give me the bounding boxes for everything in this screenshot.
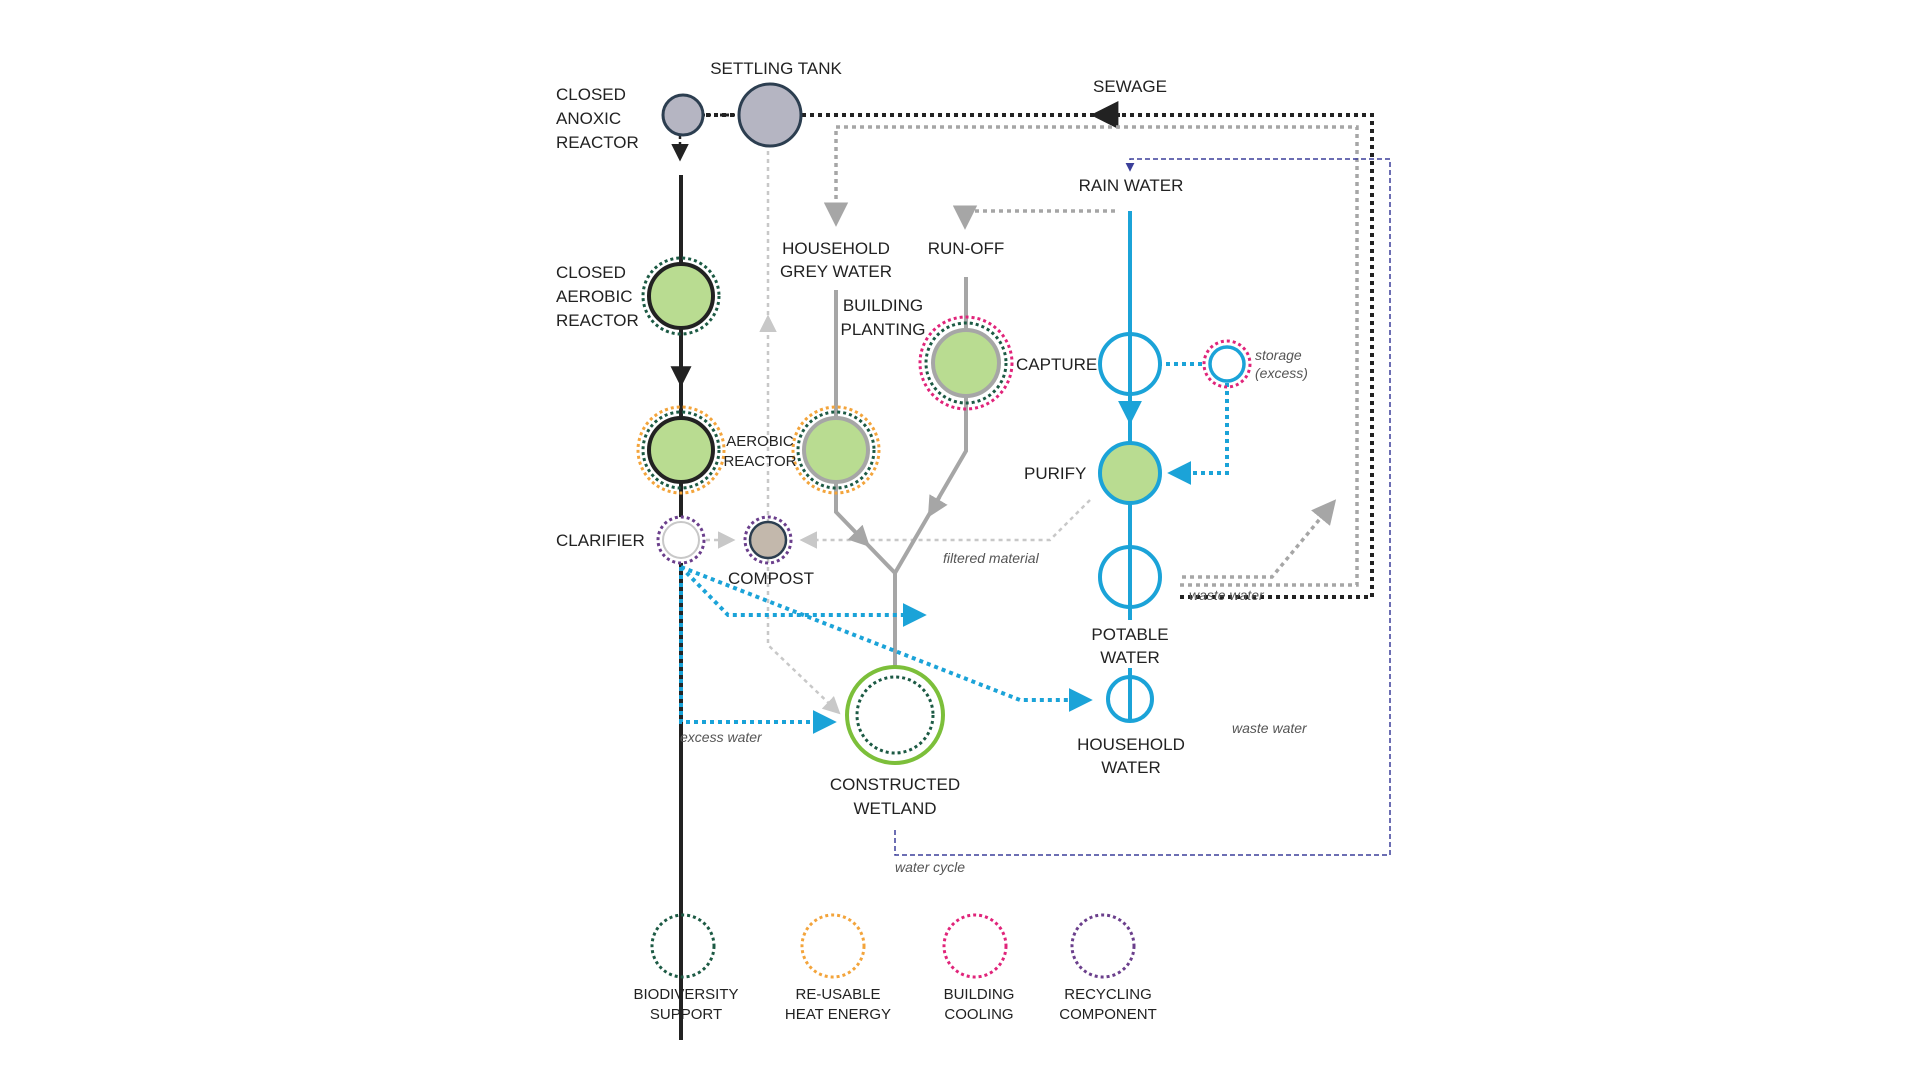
purify-node bbox=[1098, 441, 1162, 505]
potable-water-label-2: WATER bbox=[1100, 648, 1160, 667]
aerobic-reactor-node-right bbox=[791, 405, 881, 495]
closed-anoxic-reactor-label-2: ANOXIC bbox=[556, 109, 621, 128]
filtered-material-flow bbox=[799, 499, 1091, 549]
purify-label: PURIFY bbox=[1024, 464, 1086, 483]
legend-recycling-label-2: COMPONENT bbox=[1059, 1006, 1157, 1023]
sewage-label: SEWAGE bbox=[1093, 77, 1167, 96]
legend-item-cooling: BUILDING COOLING bbox=[942, 913, 1015, 1023]
household-water-node bbox=[1106, 675, 1154, 723]
waste-water-note-2: waste water bbox=[1232, 720, 1308, 736]
potable-water-node bbox=[1098, 545, 1162, 609]
household-grey-water-label-2: GREY WATER bbox=[780, 262, 892, 281]
potable-water-label-1: POTABLE bbox=[1091, 625, 1168, 644]
closed-anoxic-reactor-label-1: CLOSED bbox=[556, 85, 626, 104]
household-water-label-2: WATER bbox=[1101, 758, 1161, 777]
excess-water-flow bbox=[679, 567, 837, 734]
cooling-ring-icon bbox=[942, 913, 1008, 979]
aerobic-reactor-label-1: AEROBIC bbox=[726, 433, 794, 450]
aerobic-reactor-label-2: REACTOR bbox=[723, 453, 796, 470]
clarifier-label: CLARIFIER bbox=[556, 531, 645, 550]
legend: BIODIVERSITY SUPPORT RE-USABLE HEAT ENER… bbox=[633, 913, 1157, 1023]
water-cycle-flow bbox=[894, 158, 1391, 856]
storage-node bbox=[1202, 339, 1252, 389]
storage-to-purify-flow bbox=[1167, 383, 1229, 485]
legend-cooling-label-1: BUILDING bbox=[944, 986, 1015, 1003]
settling-tank-node bbox=[737, 82, 803, 148]
node-labels: CLOSED ANOXIC REACTOR SETTLING TANK SEWA… bbox=[556, 59, 1308, 818]
constructed-wetland-label-1: CONSTRUCTED bbox=[830, 775, 960, 794]
legend-item-recycling: RECYCLING COMPONENT bbox=[1059, 913, 1157, 1023]
potable-waste-flow bbox=[1182, 499, 1337, 579]
sewage-flow bbox=[690, 113, 1374, 599]
water-cycle-note: water cycle bbox=[895, 859, 965, 875]
legend-heat-label-2: HEAT ENERGY bbox=[785, 1006, 891, 1023]
grey-arrow-2 bbox=[927, 494, 948, 518]
run-off-label: RUN-OFF bbox=[928, 239, 1004, 258]
closed-anoxic-reactor-label-3: REACTOR bbox=[556, 133, 639, 152]
heat-ring-icon bbox=[800, 913, 866, 979]
clarifier-node bbox=[656, 515, 706, 565]
household-grey-water-label-1: HOUSEHOLD bbox=[782, 239, 890, 258]
closed-aerobic-reactor-node bbox=[641, 256, 721, 336]
recycling-ring-icon bbox=[1070, 913, 1136, 979]
flow-lines bbox=[670, 101, 1391, 1040]
legend-heat-label-1: RE-USABLE bbox=[795, 986, 880, 1003]
legend-item-heat: RE-USABLE HEAT ENERGY bbox=[785, 913, 891, 1023]
filtered-material-note: filtered material bbox=[943, 550, 1040, 566]
building-planting-label-2: PLANTING bbox=[840, 320, 925, 339]
grey-arrow-1 bbox=[847, 524, 870, 547]
closed-anoxic-reactor-node bbox=[661, 93, 705, 137]
legend-biodiversity-label-1: BIODIVERSITY bbox=[633, 986, 738, 1003]
nodes bbox=[636, 82, 1252, 765]
storage-label-2: (excess) bbox=[1255, 365, 1308, 381]
tank-to-wetland-flow bbox=[766, 135, 841, 715]
rain-water-label: RAIN WATER bbox=[1079, 176, 1184, 195]
rain-to-runoff-flow bbox=[952, 205, 1115, 230]
constructed-wetland-node bbox=[845, 665, 945, 765]
excess-water-note: excess water bbox=[680, 729, 763, 745]
household-water-label-1: HOUSEHOLD bbox=[1077, 735, 1185, 754]
legend-biodiversity-label-2: SUPPORT bbox=[650, 1006, 722, 1023]
legend-cooling-label-2: COOLING bbox=[944, 1006, 1013, 1023]
settling-tank-label: SETTLING TANK bbox=[710, 59, 842, 78]
legend-item-biodiversity: BIODIVERSITY SUPPORT bbox=[633, 913, 739, 1023]
building-planting-node bbox=[918, 315, 1014, 411]
storage-label-1: storage bbox=[1255, 347, 1302, 363]
waste-water-note-1: waste water bbox=[1189, 587, 1265, 603]
grey-water-loop bbox=[823, 125, 1359, 587]
building-planting-label-1: BUILDING bbox=[843, 296, 923, 315]
flow-annotations: filtered material waste water waste wate… bbox=[680, 550, 1308, 875]
compost-label: COMPOST bbox=[728, 569, 814, 588]
aerobic-reactor-node-left bbox=[636, 405, 726, 495]
capture-node bbox=[1098, 332, 1162, 396]
biodiversity-ring-icon bbox=[650, 913, 716, 979]
constructed-wetland-label-2: WETLAND bbox=[853, 799, 936, 818]
capture-label: CAPTURE bbox=[1016, 355, 1097, 374]
clarifier-to-household-flow bbox=[680, 565, 1093, 712]
compost-node bbox=[743, 515, 793, 565]
closed-aerobic-reactor-label-2: AEROBIC bbox=[556, 287, 633, 306]
closed-aerobic-reactor-label-3: REACTOR bbox=[556, 311, 639, 330]
legend-recycling-label-1: RECYCLING bbox=[1064, 986, 1152, 1003]
closed-aerobic-reactor-label-1: CLOSED bbox=[556, 263, 626, 282]
clarifier-to-planting-flow bbox=[679, 565, 927, 627]
